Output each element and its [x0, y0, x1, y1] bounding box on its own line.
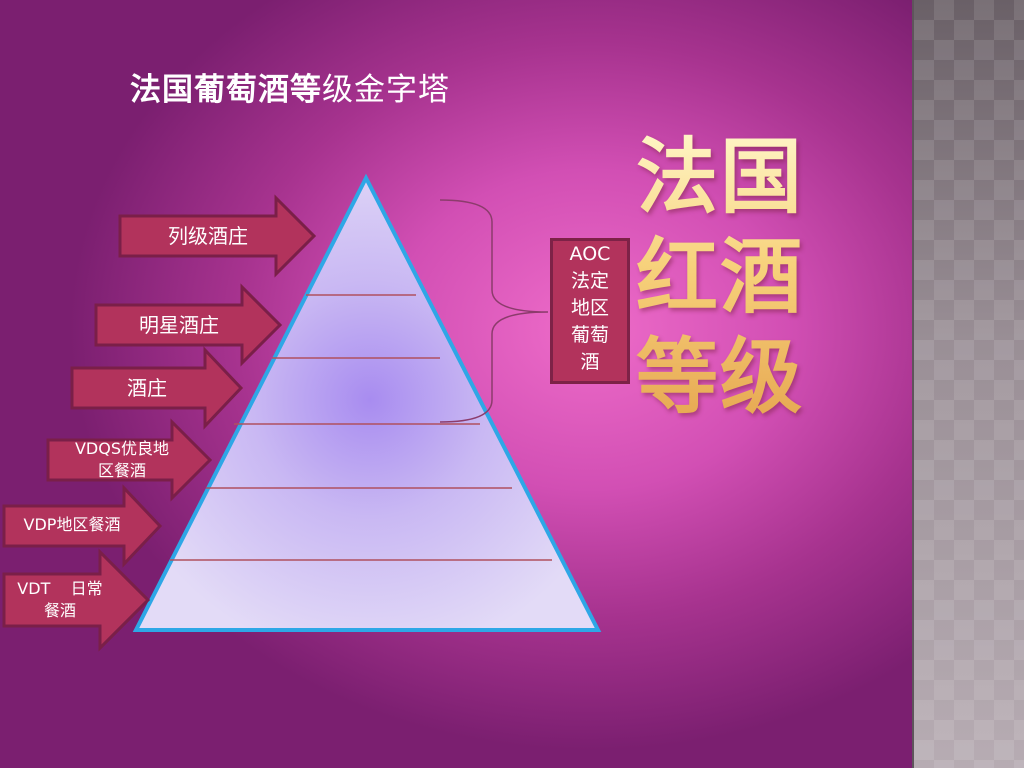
arrow-label: VDP地区餐酒: [23, 515, 121, 534]
arrow-label-line1: VDQS优良地: [74, 439, 170, 458]
decorative-side-panel: [912, 0, 1024, 768]
arrow-chateau: 酒庄: [70, 346, 245, 430]
arrow-vdt: VDT 日常 餐酒: [2, 548, 152, 652]
slide-title: 法国葡萄酒等级金字塔: [130, 64, 450, 109]
pyramid-shape: [132, 173, 602, 632]
aoc-label-box: AOC 法定 地区 葡萄 酒: [550, 238, 630, 384]
pyramid-diagram: [132, 173, 602, 632]
arrow-classified-chateau: 列级酒庄: [118, 194, 318, 278]
arrow-label-line1: VDT 日常: [17, 579, 103, 598]
slide-title-part1: 法国葡萄酒等: [130, 72, 322, 108]
aoc-line: 法定: [570, 270, 609, 292]
slide-title-part2: 级金字塔: [322, 72, 450, 108]
big-title-line: 等级: [636, 330, 805, 425]
aoc-line: 地区: [570, 297, 609, 319]
arrow-star-chateau: 明星酒庄: [94, 283, 284, 367]
aoc-line: 葡萄: [570, 324, 609, 346]
arrow-vdp: VDP地区餐酒: [2, 484, 164, 568]
arrow-vdqs: VDQS优良地 区餐酒: [46, 418, 214, 502]
arrow-label: 列级酒庄: [168, 224, 248, 248]
arrow-label: 明星酒庄: [139, 313, 219, 337]
right-curly-brace: [439, 199, 549, 423]
aoc-line: 酒: [580, 351, 600, 373]
big-title-line: 法国: [636, 130, 805, 225]
big-title-line: 红酒: [636, 230, 805, 325]
big-title: 法国 红酒 等级: [636, 128, 816, 428]
arrow-label: 酒庄: [127, 376, 167, 400]
aoc-line: AOC: [569, 243, 611, 265]
arrow-label-line2: 餐酒: [43, 601, 76, 620]
arrow-label-line2: 区餐酒: [97, 461, 146, 480]
